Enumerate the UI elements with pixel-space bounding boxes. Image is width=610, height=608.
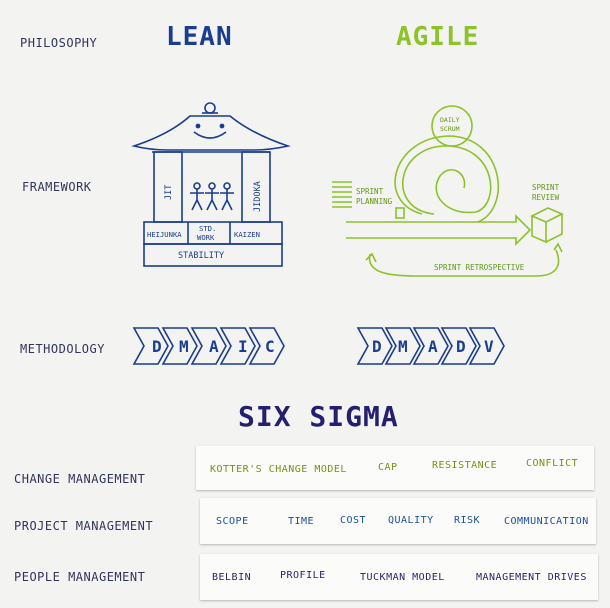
dmaic-c: C — [265, 337, 275, 356]
agile-title: AGILE — [396, 22, 480, 52]
base-std-line2: WORK — [197, 233, 215, 242]
dmadv-chevron — [468, 327, 505, 365]
sprint-retrospective: SPRINT RETROSPECTIVE — [434, 263, 525, 272]
lean-roof — [131, 115, 291, 151]
change-management-strip: KOTTER'S CHANGE MODEL CAP RESISTANCE CON… — [196, 446, 594, 490]
row-label-methodology: Methodology — [20, 342, 105, 356]
project-management-strip: SCOPE TIME COST QUALITY RISK COMMUNICATI… — [200, 498, 596, 544]
dmadv-v: V — [484, 337, 494, 356]
base-heijunka: HEIJUNKA — [147, 230, 182, 239]
row-label-philosophy: Philosophy — [20, 36, 98, 50]
people-item-belbin: BELBIN — [212, 572, 252, 583]
sprint-review-line1: SPRINT — [532, 183, 560, 192]
dmadv-chevron — [412, 327, 449, 365]
dmaic-a: A — [209, 337, 219, 356]
people-item-profile: PROFILE — [280, 570, 326, 581]
increment-cube-icon — [530, 207, 564, 244]
dmaic-chevron — [132, 327, 169, 365]
sprint-arrow — [346, 214, 532, 246]
pillar-jit: JIT — [164, 185, 174, 200]
sprint-loop — [402, 145, 492, 215]
change-item-cap: CAP — [378, 462, 398, 473]
dmadv-d1: D — [372, 337, 382, 356]
project-item-communication: COMMUNICATION — [504, 516, 589, 527]
pillar-jidoka: JIDOKA — [253, 181, 263, 212]
sprint-planning-line1: SPRINT — [356, 187, 384, 196]
daily-scrum-line2: SCRUM — [440, 125, 460, 133]
smiley-right-eye — [219, 123, 225, 129]
smiley-mouth — [193, 131, 227, 139]
lean-foundation — [143, 243, 283, 267]
dmadv-chevron — [440, 327, 477, 365]
project-item-quality: QUALITY — [388, 515, 434, 526]
roof-knob — [204, 102, 216, 114]
project-item-time: TIME — [288, 516, 315, 527]
people-item-tuckman: TUCKMAN MODEL — [360, 572, 445, 583]
dmadv-chevron — [356, 327, 393, 365]
dmadv-a: A — [428, 337, 438, 356]
agile-scrum-diagram: DAILY SCRUM SPRINT PLANNING SPRINT REVIE… — [332, 105, 564, 277]
project-item-risk: RISK — [454, 515, 481, 526]
people-icon — [190, 182, 234, 211]
lean-title: LEAN — [166, 22, 233, 52]
daily-scrum-line1: DAILY — [440, 116, 460, 124]
base-kaizen: KAIZEN — [234, 230, 260, 239]
smiley-left-eye — [195, 123, 201, 129]
base-std-line1: STD. — [199, 224, 216, 233]
row-label-change-management: Change Management — [14, 472, 146, 486]
project-item-cost: COST — [340, 515, 367, 526]
dmaic-d: D — [152, 337, 162, 356]
row-label-people-management: People Management — [14, 570, 146, 584]
dmaic-chevron — [248, 327, 285, 365]
six-sigma-title: SIX SIGMA — [238, 400, 399, 433]
sprint-backlog — [395, 207, 405, 219]
dmaic-i: I — [238, 337, 248, 356]
change-item-resistance: RESISTANCE — [432, 460, 498, 471]
change-item-conflict: CONFLICT — [526, 458, 579, 469]
sprint-planning-line2: PLANNING — [356, 197, 393, 206]
dmadv-chevron — [384, 327, 421, 365]
retrospective-loop — [368, 249, 560, 277]
lean-methodology-chevrons: D M A I C — [132, 327, 285, 365]
dmadv-d2: D — [456, 337, 466, 356]
dmaic-m: M — [179, 337, 189, 356]
project-item-scope: SCOPE — [216, 516, 249, 527]
row-label-framework: Framework — [22, 180, 92, 194]
product-backlog-stack — [332, 181, 352, 208]
people-item-management-drives: MANAGEMENT DRIVES — [476, 572, 587, 583]
dmaic-chevron — [190, 327, 227, 365]
people-management-strip: BELBIN PROFILE TUCKMAN MODEL MANAGEMENT … — [200, 554, 598, 600]
dmadv-m: M — [398, 337, 408, 356]
lean-house-diagram: JIT JIDOKA HEIJUNKA STD. WORK KAIZEN STA… — [131, 102, 291, 267]
agile-methodology-chevrons: D M A D V — [356, 327, 505, 365]
row-label-project-management: Project Management — [14, 519, 154, 533]
change-item-kotter: KOTTER'S CHANGE MODEL — [210, 464, 347, 475]
sprint-review-line2: REVIEW — [532, 193, 560, 202]
foundation-stability: STABILITY — [178, 251, 224, 261]
dmaic-chevron — [219, 327, 256, 365]
sprint-loop-inner — [394, 135, 500, 223]
dmaic-chevron — [161, 327, 198, 365]
